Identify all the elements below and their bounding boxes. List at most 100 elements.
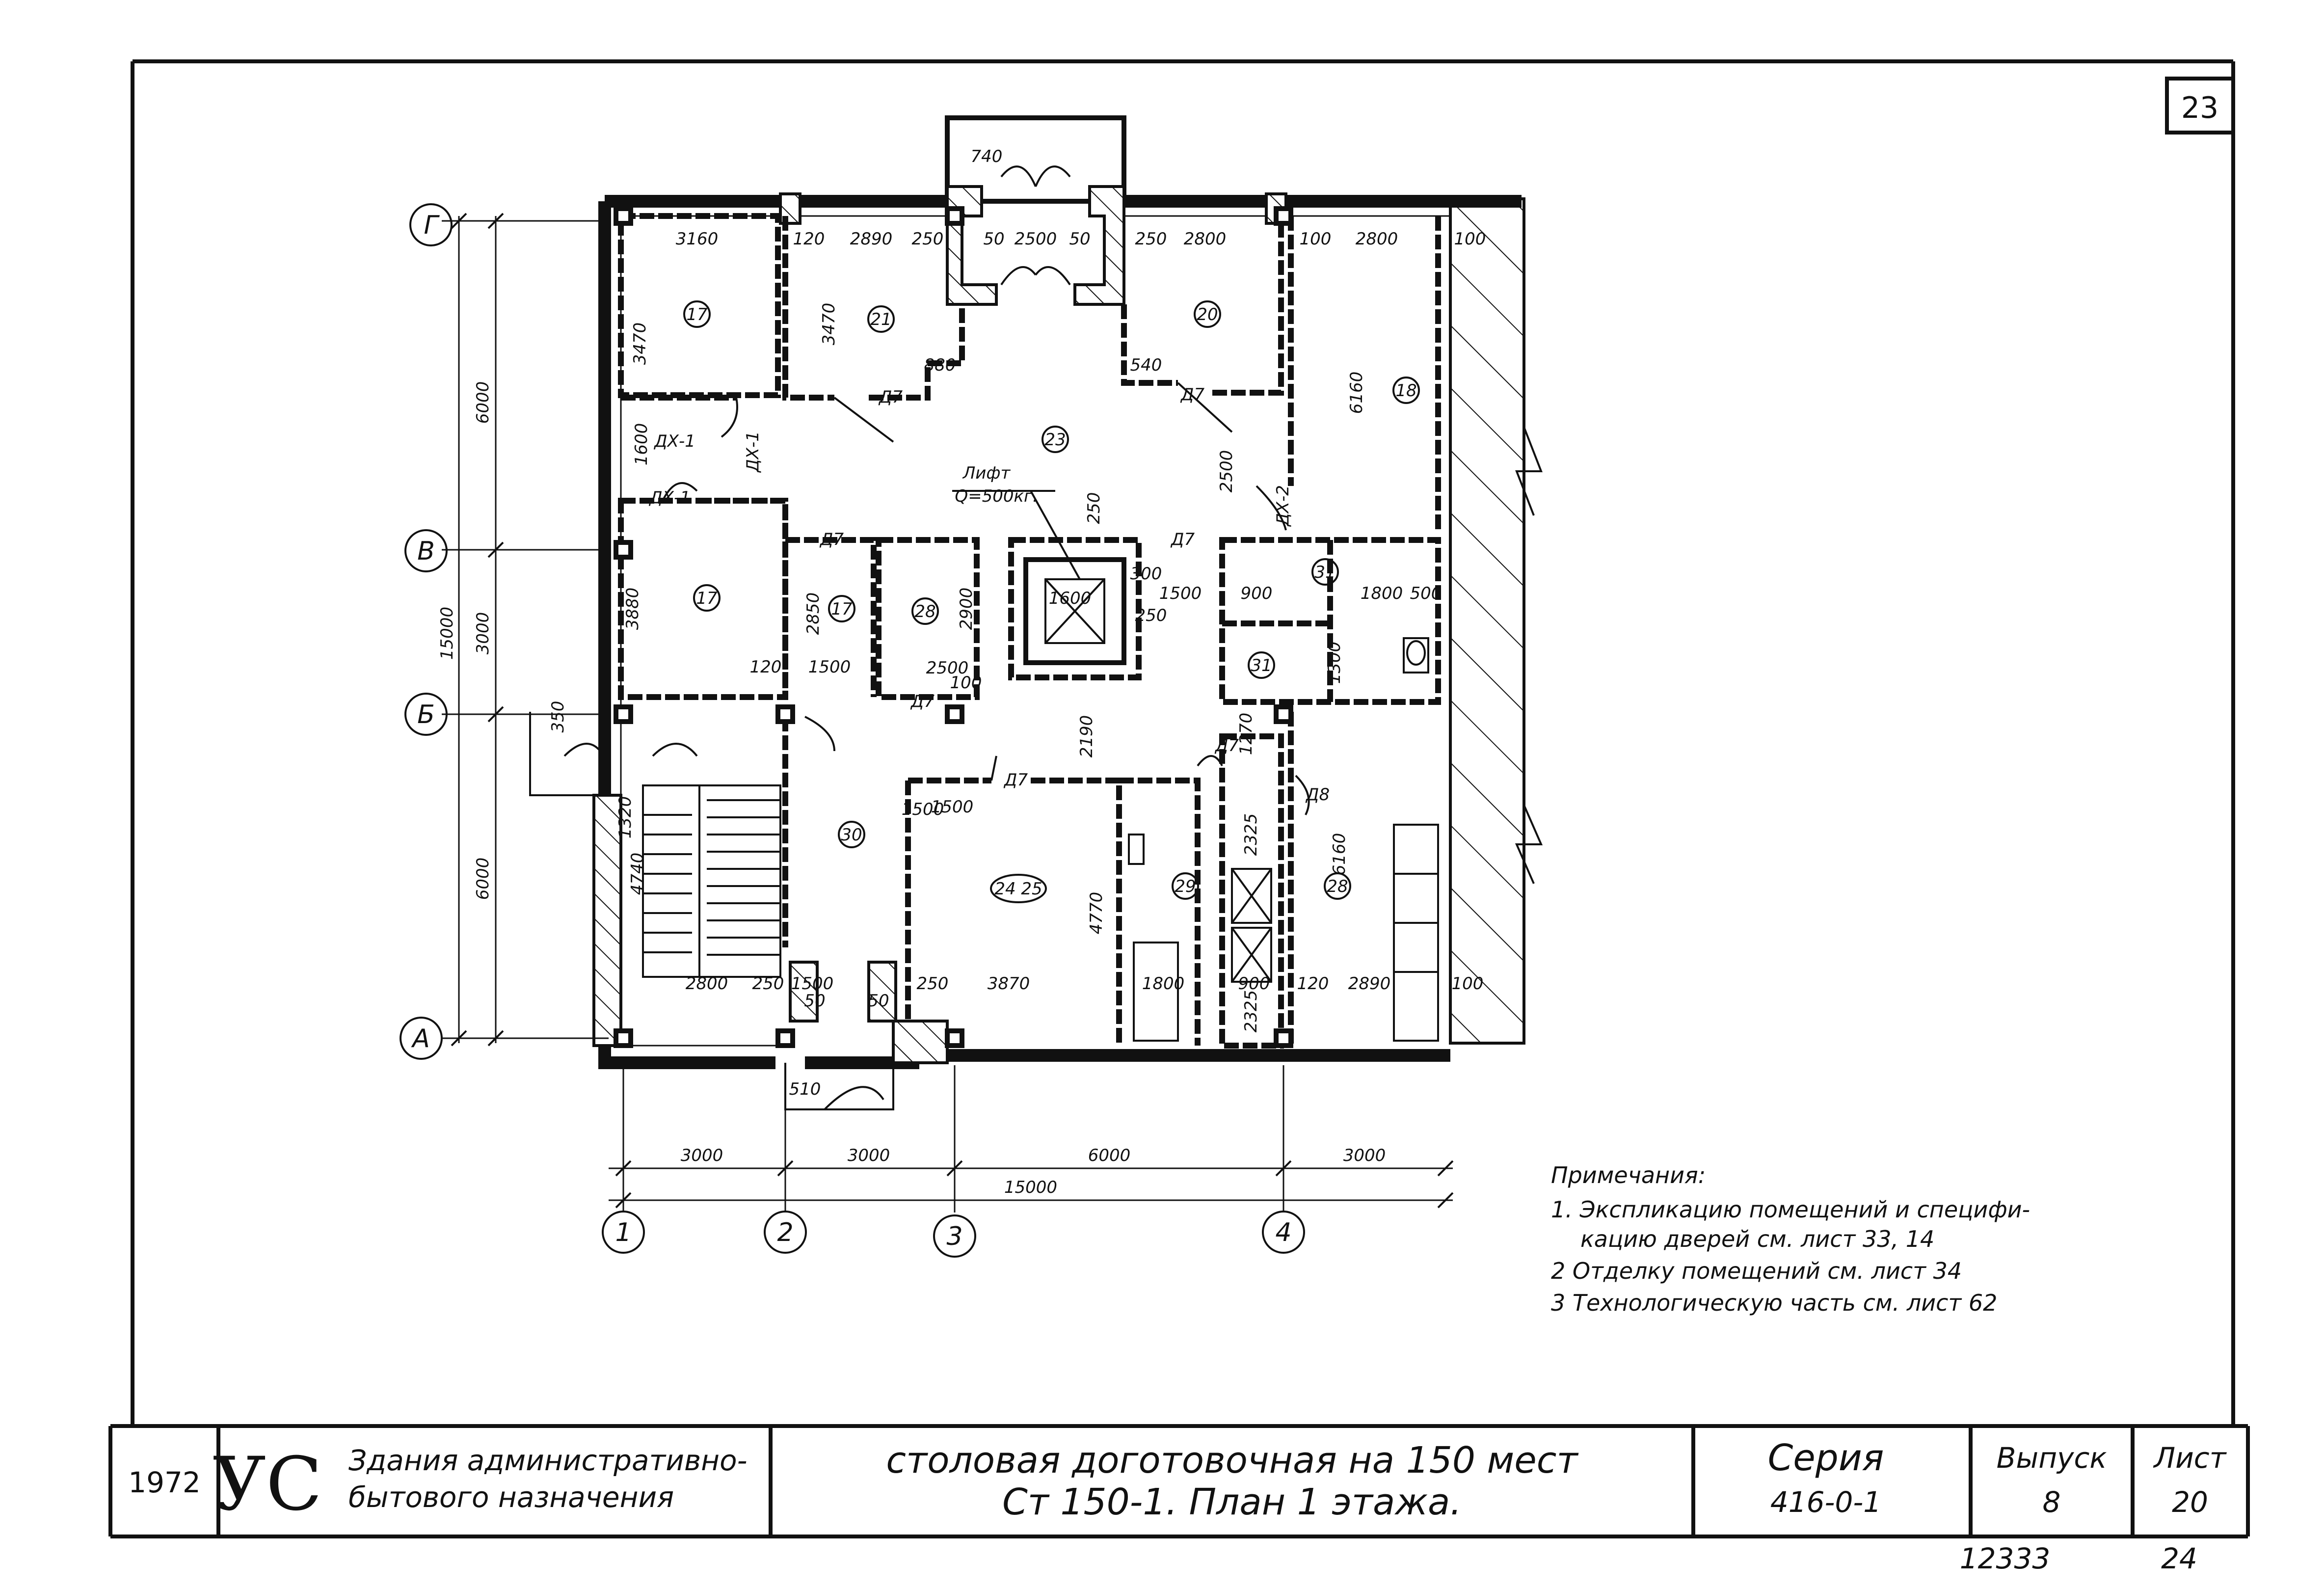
svg-text:1500: 1500 [1159, 584, 1202, 603]
svg-text:2500: 2500 [926, 658, 969, 678]
axis-bubble-row-A: А [400, 1017, 443, 1060]
svg-text:Д7: Д7 [878, 387, 903, 407]
svg-text:30: 30 [841, 825, 862, 845]
svg-text:ДХ-1: ДХ-1 [648, 488, 691, 508]
svg-text:1600: 1600 [1049, 589, 1092, 608]
svg-text:2500: 2500 [1015, 229, 1057, 249]
svg-text:540: 540 [1130, 355, 1162, 375]
room-number: 17 [683, 300, 711, 328]
svg-text:18: 18 [1395, 381, 1416, 401]
dimension-chain-bottom: 3000 3000 6000 3000 15000 [609, 1146, 1454, 1209]
svg-text:В: В [417, 537, 435, 566]
svg-text:250: 250 [1135, 229, 1167, 249]
adjacent-building-hatch [1449, 197, 1525, 1045]
series-value: 416-0-1 [1770, 1485, 1881, 1519]
svg-text:1300: 1300 [1325, 642, 1344, 684]
svg-text:4740: 4740 [628, 853, 647, 895]
svg-text:50: 50 [804, 991, 825, 1011]
dim-bottom-segment: 3000 [681, 1146, 723, 1165]
svg-text:50: 50 [1069, 229, 1090, 249]
page-number: 24 [2161, 1542, 2197, 1575]
svg-text:880: 880 [924, 355, 956, 375]
svg-text:1800: 1800 [1361, 584, 1403, 603]
axis-bubble-col-1: 1 [602, 1211, 645, 1254]
floor-plan [529, 115, 1543, 1110]
notes-line: 1. Экспликацию помещений и специфи- [1551, 1196, 2030, 1223]
dim-bottom-segment: 3000 [1343, 1146, 1386, 1165]
svg-text:Д7: Д7 [1214, 736, 1239, 755]
svg-text:Г: Г [424, 211, 440, 240]
notes-line: кацию дверей см. лист 33, 14 [1580, 1226, 1934, 1252]
svg-text:3470: 3470 [819, 303, 839, 346]
svg-text:Д7: Д7 [910, 692, 935, 711]
svg-text:17: 17 [686, 305, 708, 324]
outer-wall [598, 201, 775, 1069]
sheet-frame: 23 [108, 59, 2250, 1538]
document-number: 12333 [1960, 1542, 2051, 1575]
room-numbers: 17 21 20 18 23 17 17 28 31 31 30 24 25 2… [683, 300, 1420, 903]
svg-text:20: 20 [1197, 305, 1218, 324]
svg-text:100: 100 [1454, 229, 1486, 249]
svg-text:17: 17 [696, 589, 718, 608]
room-number: 21 [867, 305, 895, 333]
svg-text:ДХ-1: ДХ-1 [743, 431, 763, 473]
svg-text:900: 900 [1241, 584, 1273, 603]
title-block-category: бытового назначения [348, 1481, 674, 1514]
svg-text:3470: 3470 [630, 323, 650, 365]
svg-text:2890: 2890 [1348, 974, 1391, 994]
break-mark [1515, 427, 1543, 516]
svg-text:24 25: 24 25 [994, 879, 1042, 899]
title-block: 1972 УС Здания административно- бытового… [128, 1426, 2227, 1536]
svg-text:Б: Б [417, 700, 435, 729]
svg-text:300: 300 [1130, 564, 1162, 584]
svg-text:250: 250 [1135, 606, 1167, 625]
svg-text:3880: 3880 [623, 588, 642, 630]
svg-text:2: 2 [777, 1218, 793, 1247]
dim-bottom-segment: 3000 [848, 1146, 890, 1165]
svg-text:31: 31 [1251, 656, 1272, 675]
notes-line: 2 Отделку помещений см. лист 34 [1551, 1258, 1962, 1284]
svg-text:28: 28 [914, 602, 935, 621]
lift-shaft [1023, 557, 1126, 665]
room-number: 17 [828, 595, 855, 622]
svg-text:100: 100 [1300, 229, 1332, 249]
room-number: 18 [1392, 377, 1420, 404]
sheet-value: 20 [2172, 1485, 2208, 1519]
svg-text:350: 350 [548, 701, 568, 733]
dim-left-segment: 6000 [473, 381, 493, 424]
svg-text:4: 4 [1275, 1218, 1291, 1247]
svg-text:1: 1 [615, 1218, 631, 1247]
staircase [642, 784, 781, 978]
svg-text:500: 500 [1410, 584, 1442, 603]
title-block-logo: УС [213, 1442, 322, 1527]
svg-text:250: 250 [1084, 492, 1104, 524]
axis-bubble-row-V: В [404, 529, 448, 572]
svg-text:100: 100 [1452, 974, 1484, 994]
svg-text:120: 120 [1297, 974, 1329, 994]
svg-text:900: 900 [1238, 974, 1270, 994]
dim-left-total: 15000 [437, 607, 457, 660]
svg-text:50: 50 [983, 229, 1004, 249]
svg-text:23: 23 [1044, 430, 1066, 450]
svg-text:120: 120 [793, 229, 825, 249]
svg-text:ДХ-1: ДХ-1 [653, 431, 695, 451]
dim-left-segment: 3000 [473, 612, 493, 655]
room-number: 28 [911, 597, 939, 625]
svg-text:Д7: Д7 [1170, 530, 1195, 549]
svg-text:17: 17 [831, 599, 853, 619]
break-mark [1515, 805, 1543, 884]
svg-text:28: 28 [1327, 877, 1348, 896]
svg-text:Д7: Д7 [1003, 770, 1028, 790]
svg-text:31: 31 [1314, 563, 1336, 582]
issue-value: 8 [2043, 1485, 2061, 1519]
dim-left-segment: 6000 [473, 858, 493, 900]
dimension-chain-left: 15000 6000 3000 6000 [437, 213, 504, 1047]
issue-label: Выпуск [1997, 1441, 2107, 1475]
notes-line: 3 Технологическую часть см. лист 62 [1551, 1290, 1997, 1316]
svg-text:А: А [411, 1024, 430, 1053]
svg-text:6160: 6160 [1347, 372, 1366, 414]
svg-text:1500: 1500 [931, 797, 974, 817]
drawing-title: столовая доготовочная на 150 мест [886, 1439, 1578, 1481]
room-number: 31 [1311, 558, 1339, 586]
grid-axes: Г В Б А 1 2 3 4 [400, 203, 1305, 1258]
